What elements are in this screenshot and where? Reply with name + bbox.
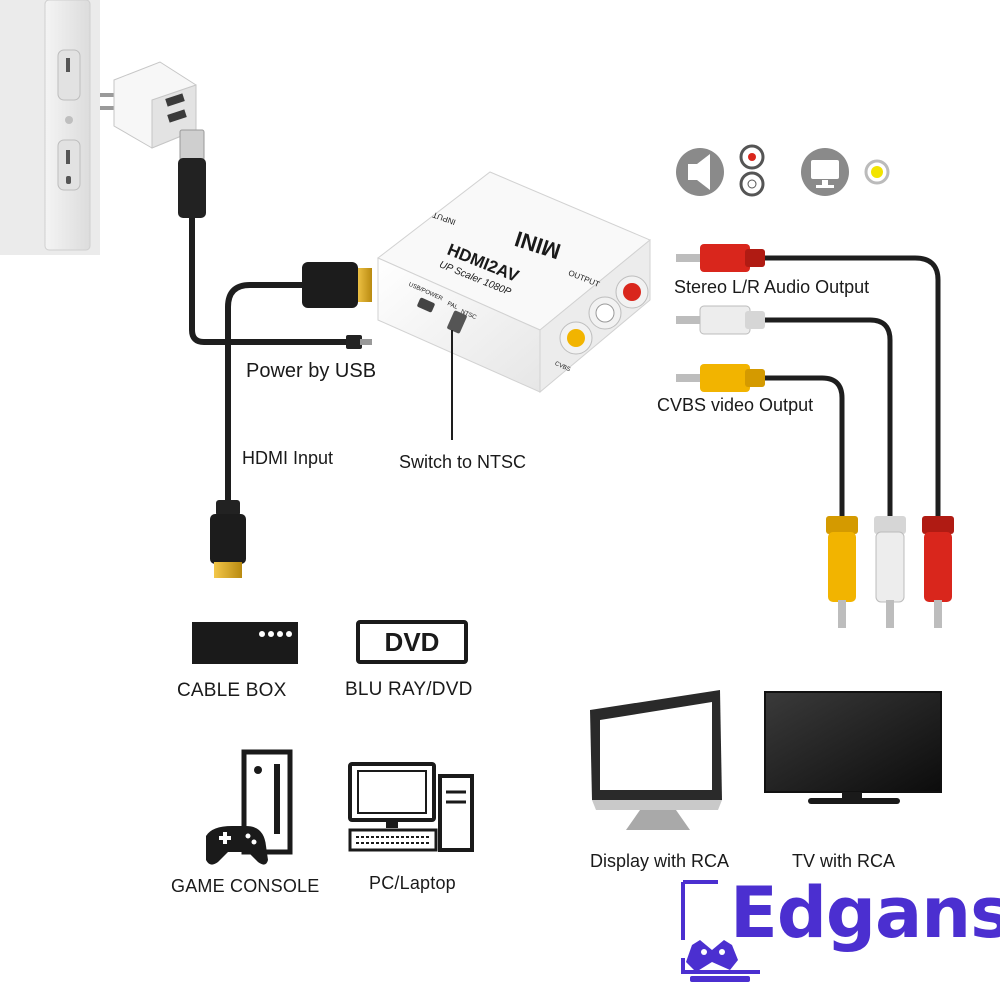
usb-power-adapter <box>100 61 197 149</box>
video-jack-icon <box>864 159 890 185</box>
dvd-logo-icon <box>356 620 468 664</box>
stereo-audio-output-label: Stereo L/R Audio Output <box>674 277 870 297</box>
adapter-pal-label: PAL <box>446 301 459 311</box>
cable-box-icon <box>192 622 298 664</box>
display-with-rca-label: Display with RCA <box>590 851 730 871</box>
monitor-icon <box>801 148 849 196</box>
wall-outlet <box>0 0 100 255</box>
hdmi2av-adapter <box>377 171 651 394</box>
game-console-icon <box>206 749 293 865</box>
game-console-label: GAME CONSOLE <box>171 876 320 896</box>
cable-box-label: CABLE BOX <box>177 680 287 701</box>
hdmi-cable <box>210 262 372 578</box>
dvd-logo-text: DVD <box>385 627 440 657</box>
tv-with-rca-label: TV with RCA <box>792 851 896 871</box>
pc-laptop-icon <box>348 762 474 852</box>
speaker-icon <box>676 148 724 196</box>
brand-logo-text: Edgans <box>730 872 1000 954</box>
rca-monitor-icon <box>590 690 722 830</box>
rca-cables <box>676 244 954 628</box>
blu-ray-dvd-label: BLU RAY/DVD <box>345 679 473 700</box>
switch-ntsc-label: Switch to NTSC <box>399 452 527 472</box>
usb-cable <box>178 129 372 349</box>
cvbs-video-output-label: CVBS video Output <box>657 395 814 415</box>
pc-laptop-label: PC/Laptop <box>369 873 456 893</box>
audio-jack-icons <box>739 144 765 197</box>
brand-logo-icon <box>681 880 760 982</box>
hdmi-input-label: HDMI Input <box>242 448 334 468</box>
tv-icon <box>764 691 942 804</box>
power-by-usb-label: Power by USB <box>246 360 377 382</box>
